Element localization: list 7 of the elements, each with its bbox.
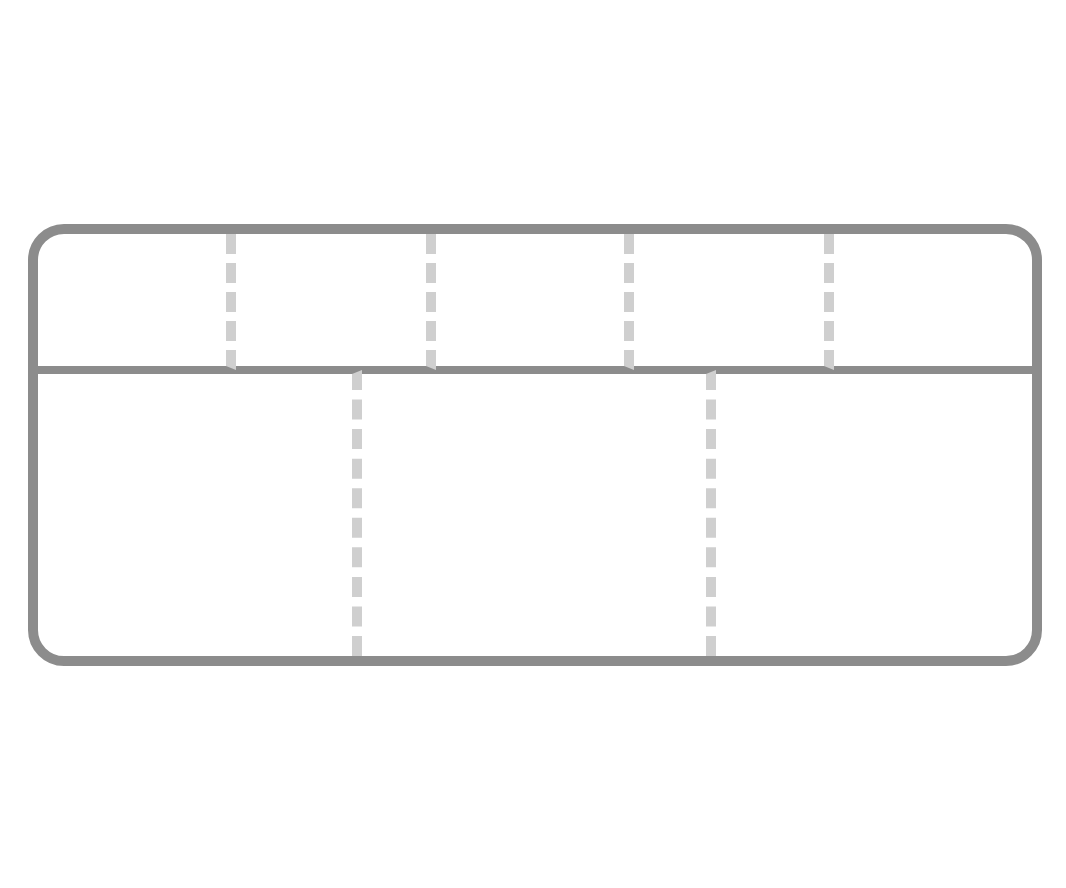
compartment — [38, 370, 362, 656]
compartment — [38, 234, 237, 370]
tray-outline — [28, 224, 1042, 666]
compartment — [236, 234, 436, 370]
compartment — [435, 234, 635, 370]
compartment — [362, 370, 716, 656]
compartment — [634, 234, 834, 370]
